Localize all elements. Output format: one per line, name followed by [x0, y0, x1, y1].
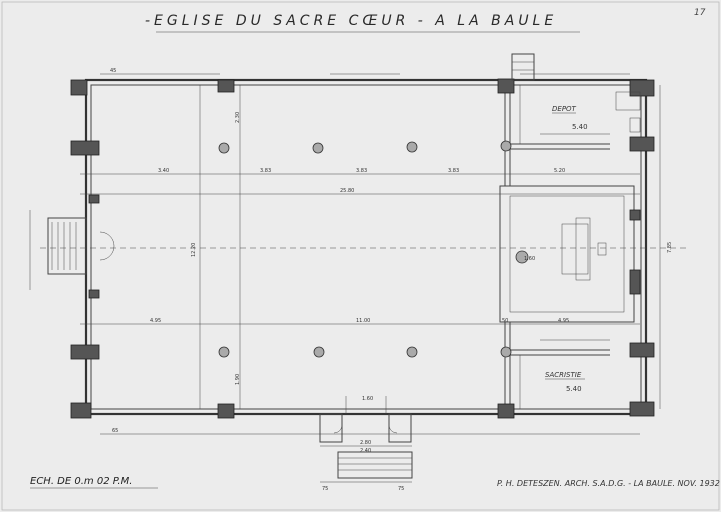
pier [629, 79, 655, 97]
dim-rear-a: 2.30 [235, 112, 241, 123]
altar-steps [575, 217, 591, 281]
dim-side-a: 75 [322, 486, 328, 492]
room-sacristie-dim: 5.40 [566, 385, 582, 393]
wall-piers [70, 78, 655, 419]
dim-rear-b: 1.90 [235, 374, 241, 385]
scale-note: ECH. DE 0.m 02 P.M. [30, 476, 132, 487]
pier [629, 342, 655, 358]
drawing-title: -EGLISE DU SACRE CŒUR - A LA BAULE [145, 13, 557, 29]
pier [88, 289, 100, 299]
dimension-labels: 25.80 11.00 12.20 7.85 4.95 4.95 3.40 3.… [110, 68, 673, 492]
pier [629, 136, 655, 152]
altar-table [561, 223, 589, 275]
sheet-number: 17 [694, 8, 706, 18]
column [218, 142, 230, 154]
door-swing [333, 424, 343, 434]
dim-bay-e: 5.20 [554, 168, 565, 174]
pier [70, 344, 100, 360]
dim-porch-width: 2.80 [360, 440, 371, 446]
dim-pier: 50 [502, 318, 508, 324]
pier [497, 403, 515, 419]
column [312, 142, 324, 154]
dim-porch-inner: 2.40 [360, 448, 371, 454]
west-steps [47, 217, 115, 275]
dim-left-bay: 4.95 [150, 318, 161, 324]
dim-side-b: 75 [398, 486, 404, 492]
altar [561, 217, 607, 281]
nave-columns [218, 140, 529, 358]
dim-overall: 25.80 [340, 188, 354, 194]
pier [70, 402, 92, 419]
dim-nave: 11.00 [356, 318, 370, 324]
door-swing [388, 424, 398, 434]
dim-seg2: 65 [112, 428, 118, 434]
south-porch [319, 396, 413, 479]
pier [629, 209, 641, 221]
stair-outline [511, 53, 535, 81]
column [313, 346, 325, 358]
room-depot-dim: 5.40 [572, 123, 588, 131]
dim-right-depth: 7.85 [667, 242, 673, 253]
north-stair [511, 53, 641, 133]
pier [88, 194, 100, 204]
pier [70, 140, 100, 156]
dim-inner: 12.20 [191, 243, 197, 257]
entry-jambs [345, 396, 387, 414]
steps-outline [47, 217, 87, 275]
dim-entry: 1.60 [362, 396, 373, 402]
architect-signature: P. H. DETESZEN. ARCH. S.A.D.G. - LA BAUL… [497, 479, 720, 488]
depot-fixture [629, 117, 641, 133]
column [406, 346, 418, 358]
dim-bay-d: 3.83 [448, 168, 459, 174]
inner-wall-line [90, 84, 642, 410]
porch-pier-left [319, 413, 343, 443]
dim-right-bay: 4.95 [558, 318, 569, 324]
dim-bay-b: 3.83 [260, 168, 271, 174]
tabernacle [597, 242, 607, 256]
choir-area [499, 185, 635, 323]
altar-column [515, 250, 529, 264]
pier [629, 269, 641, 295]
dim-altar: 1.60 [524, 256, 535, 262]
choir-inner [509, 195, 625, 313]
porch-pier-right [388, 413, 412, 443]
column [218, 346, 230, 358]
door-swing [99, 231, 115, 247]
column [500, 346, 512, 358]
dim-bay-a: 3.40 [158, 168, 169, 174]
dimension-lines [29, 73, 690, 483]
porch-steps [337, 451, 413, 479]
dim-seg: 45 [110, 68, 116, 74]
pier [70, 79, 88, 96]
room-depot-label: DEPOT [552, 105, 577, 113]
room-labels: DEPOT 5.40 SACRISTIE 5.40 [545, 105, 588, 393]
pier [217, 403, 235, 419]
column [500, 140, 512, 152]
room-sacristie-label: SACRISTIE [545, 371, 582, 379]
pier [217, 79, 235, 93]
column [406, 141, 418, 153]
pier [497, 78, 515, 94]
pier [629, 401, 655, 417]
depot-fixture [615, 91, 641, 111]
dim-bay-c: 3.83 [356, 168, 367, 174]
